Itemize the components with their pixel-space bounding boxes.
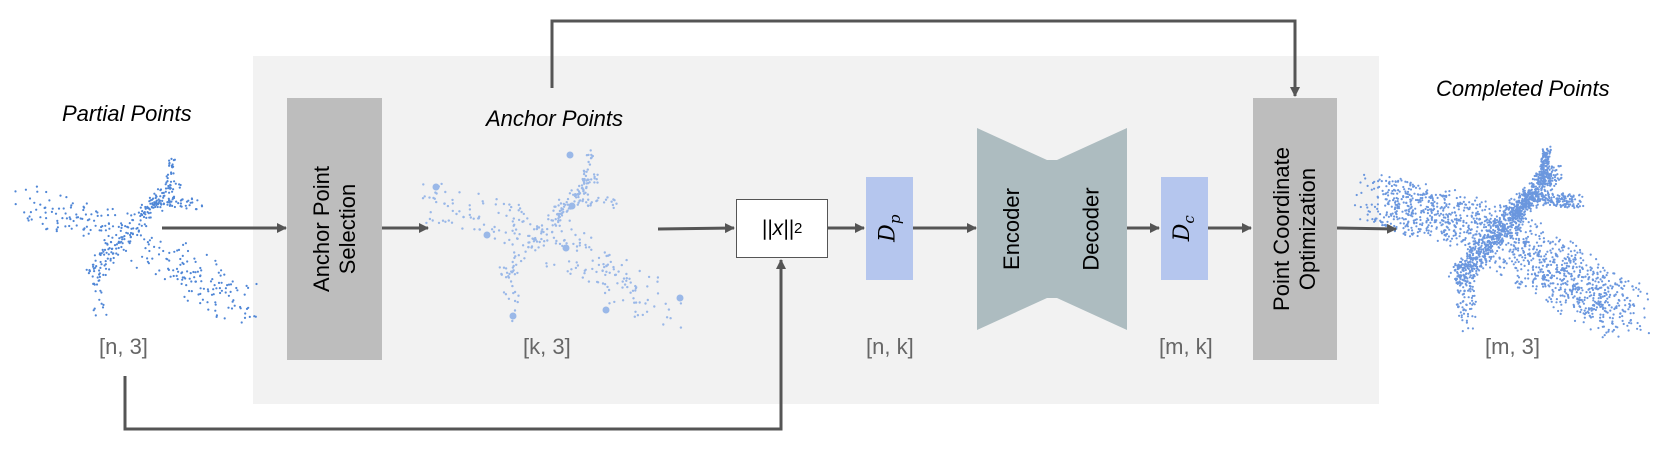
anchor-points-cloud <box>421 149 684 329</box>
dim-dc: [m, k] <box>1159 334 1213 359</box>
encoder-label-wrap: Encoder <box>977 160 1047 298</box>
dc-sub: c <box>1180 215 1199 224</box>
optimization-line1: Point Coordinate <box>1269 147 1295 311</box>
dp-sub: p <box>885 214 904 225</box>
anchor-point-selection-block: Anchor Point Selection <box>287 98 382 360</box>
anchor-selection-line1: Anchor Point <box>308 166 334 292</box>
encoder-decoder-shape <box>977 128 1127 330</box>
dp-main: D <box>875 224 901 243</box>
dim-dp: [n, k] <box>866 334 914 359</box>
norm-box: ||x||2 <box>736 199 828 258</box>
anchor-selection-line2: Selection <box>334 183 360 275</box>
partial-points-title: Partial Points <box>62 101 192 126</box>
norm-text: ||x|| <box>761 216 794 240</box>
dim-completed: [m, 3] <box>1485 334 1541 359</box>
point-coordinate-optimization-block: Point Coordinate Optimization <box>1253 98 1337 360</box>
arrow-anchor-skip-to-optimization <box>550 19 1300 97</box>
dim-anchor: [k, 3] <box>523 334 571 359</box>
partial-points-cloud <box>14 157 258 324</box>
optimization-line2: Optimization <box>1295 167 1321 291</box>
completed-points-title: Completed Points <box>1436 76 1610 101</box>
arrow-anchor-to-norm <box>657 223 735 234</box>
completed-points-cloud <box>1353 145 1650 339</box>
dc-main: D <box>1170 223 1196 242</box>
decoder-label: Decoder <box>1079 187 1104 271</box>
dc-block: Dc <box>1161 177 1208 280</box>
decoder-label-wrap: Decoder <box>1057 160 1127 298</box>
dp-block: Dp <box>866 177 913 280</box>
dim-partial: [n, 3] <box>99 334 148 359</box>
arrow-optimization-to-completed <box>1336 223 1397 234</box>
encoder-label: Encoder <box>999 188 1025 270</box>
anchor-points-title: Anchor Points <box>486 106 623 131</box>
arrow-partial-to-norm <box>123 259 786 431</box>
norm-sub: 2 <box>793 220 803 237</box>
